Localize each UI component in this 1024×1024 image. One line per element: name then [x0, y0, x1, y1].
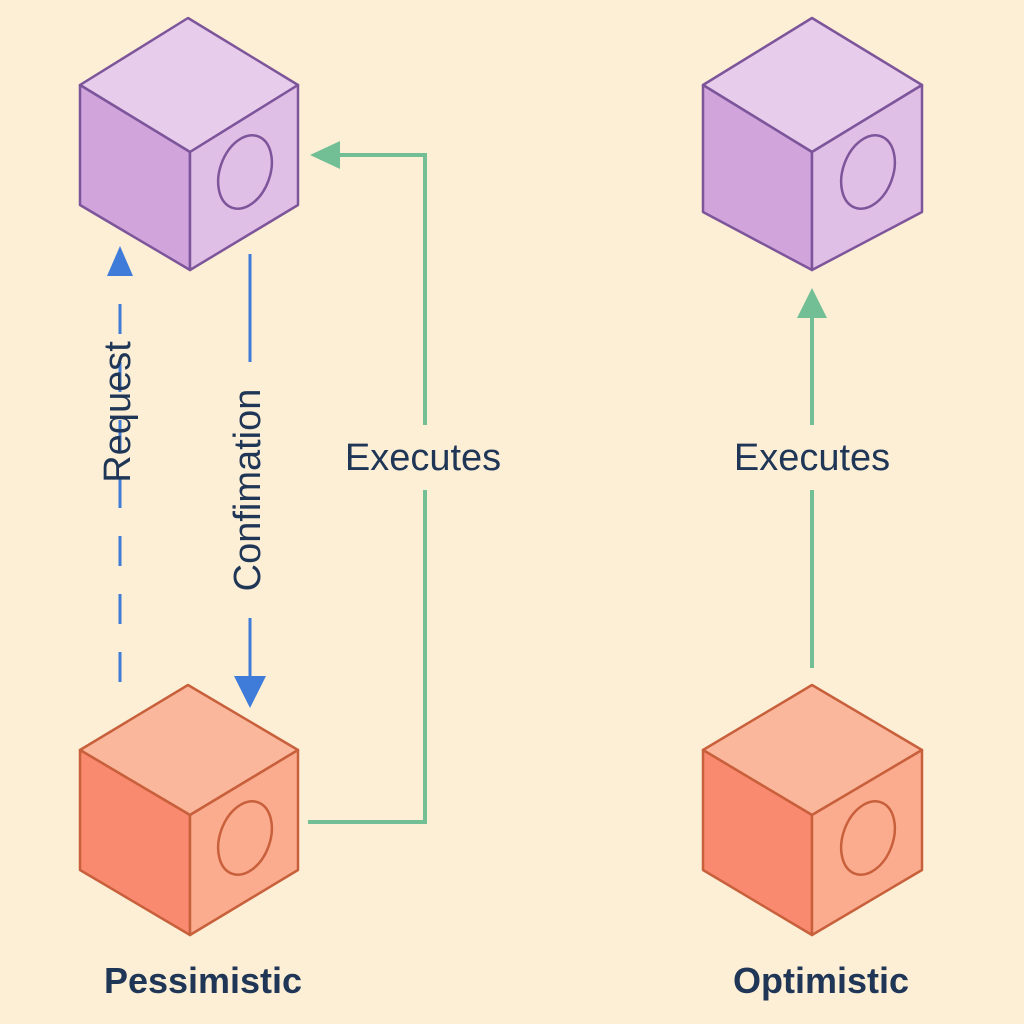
optimistic-source-cube [701, 683, 924, 937]
cube-right-face [188, 748, 300, 937]
request-arrow [107, 246, 133, 682]
pessimistic-executes-label: Executes [345, 437, 501, 479]
optimistic-executes-label: Executes [734, 437, 890, 479]
optimistic-target-cube [701, 16, 924, 272]
pessimistic-caption: Pessimistic [104, 960, 302, 1001]
confirmation-label: Confimation [227, 389, 269, 592]
cube-circle-icon [216, 800, 274, 876]
pessimistic-executes-arrow [308, 141, 427, 824]
confirmation-arrow [234, 254, 266, 708]
cube-right-face [810, 83, 924, 272]
cube-right-face [188, 83, 300, 272]
cube-right-face [810, 748, 924, 937]
cube-circle-icon [839, 134, 897, 210]
pessimistic-source-cube [78, 683, 300, 937]
cube-circle-icon [839, 800, 897, 876]
optimistic-caption: Optimistic [733, 960, 909, 1001]
pessimistic-target-cube [78, 16, 300, 272]
optimistic-executes-arrow [797, 288, 827, 668]
request-label: Request [97, 341, 139, 483]
cube-circle-icon [216, 134, 274, 210]
